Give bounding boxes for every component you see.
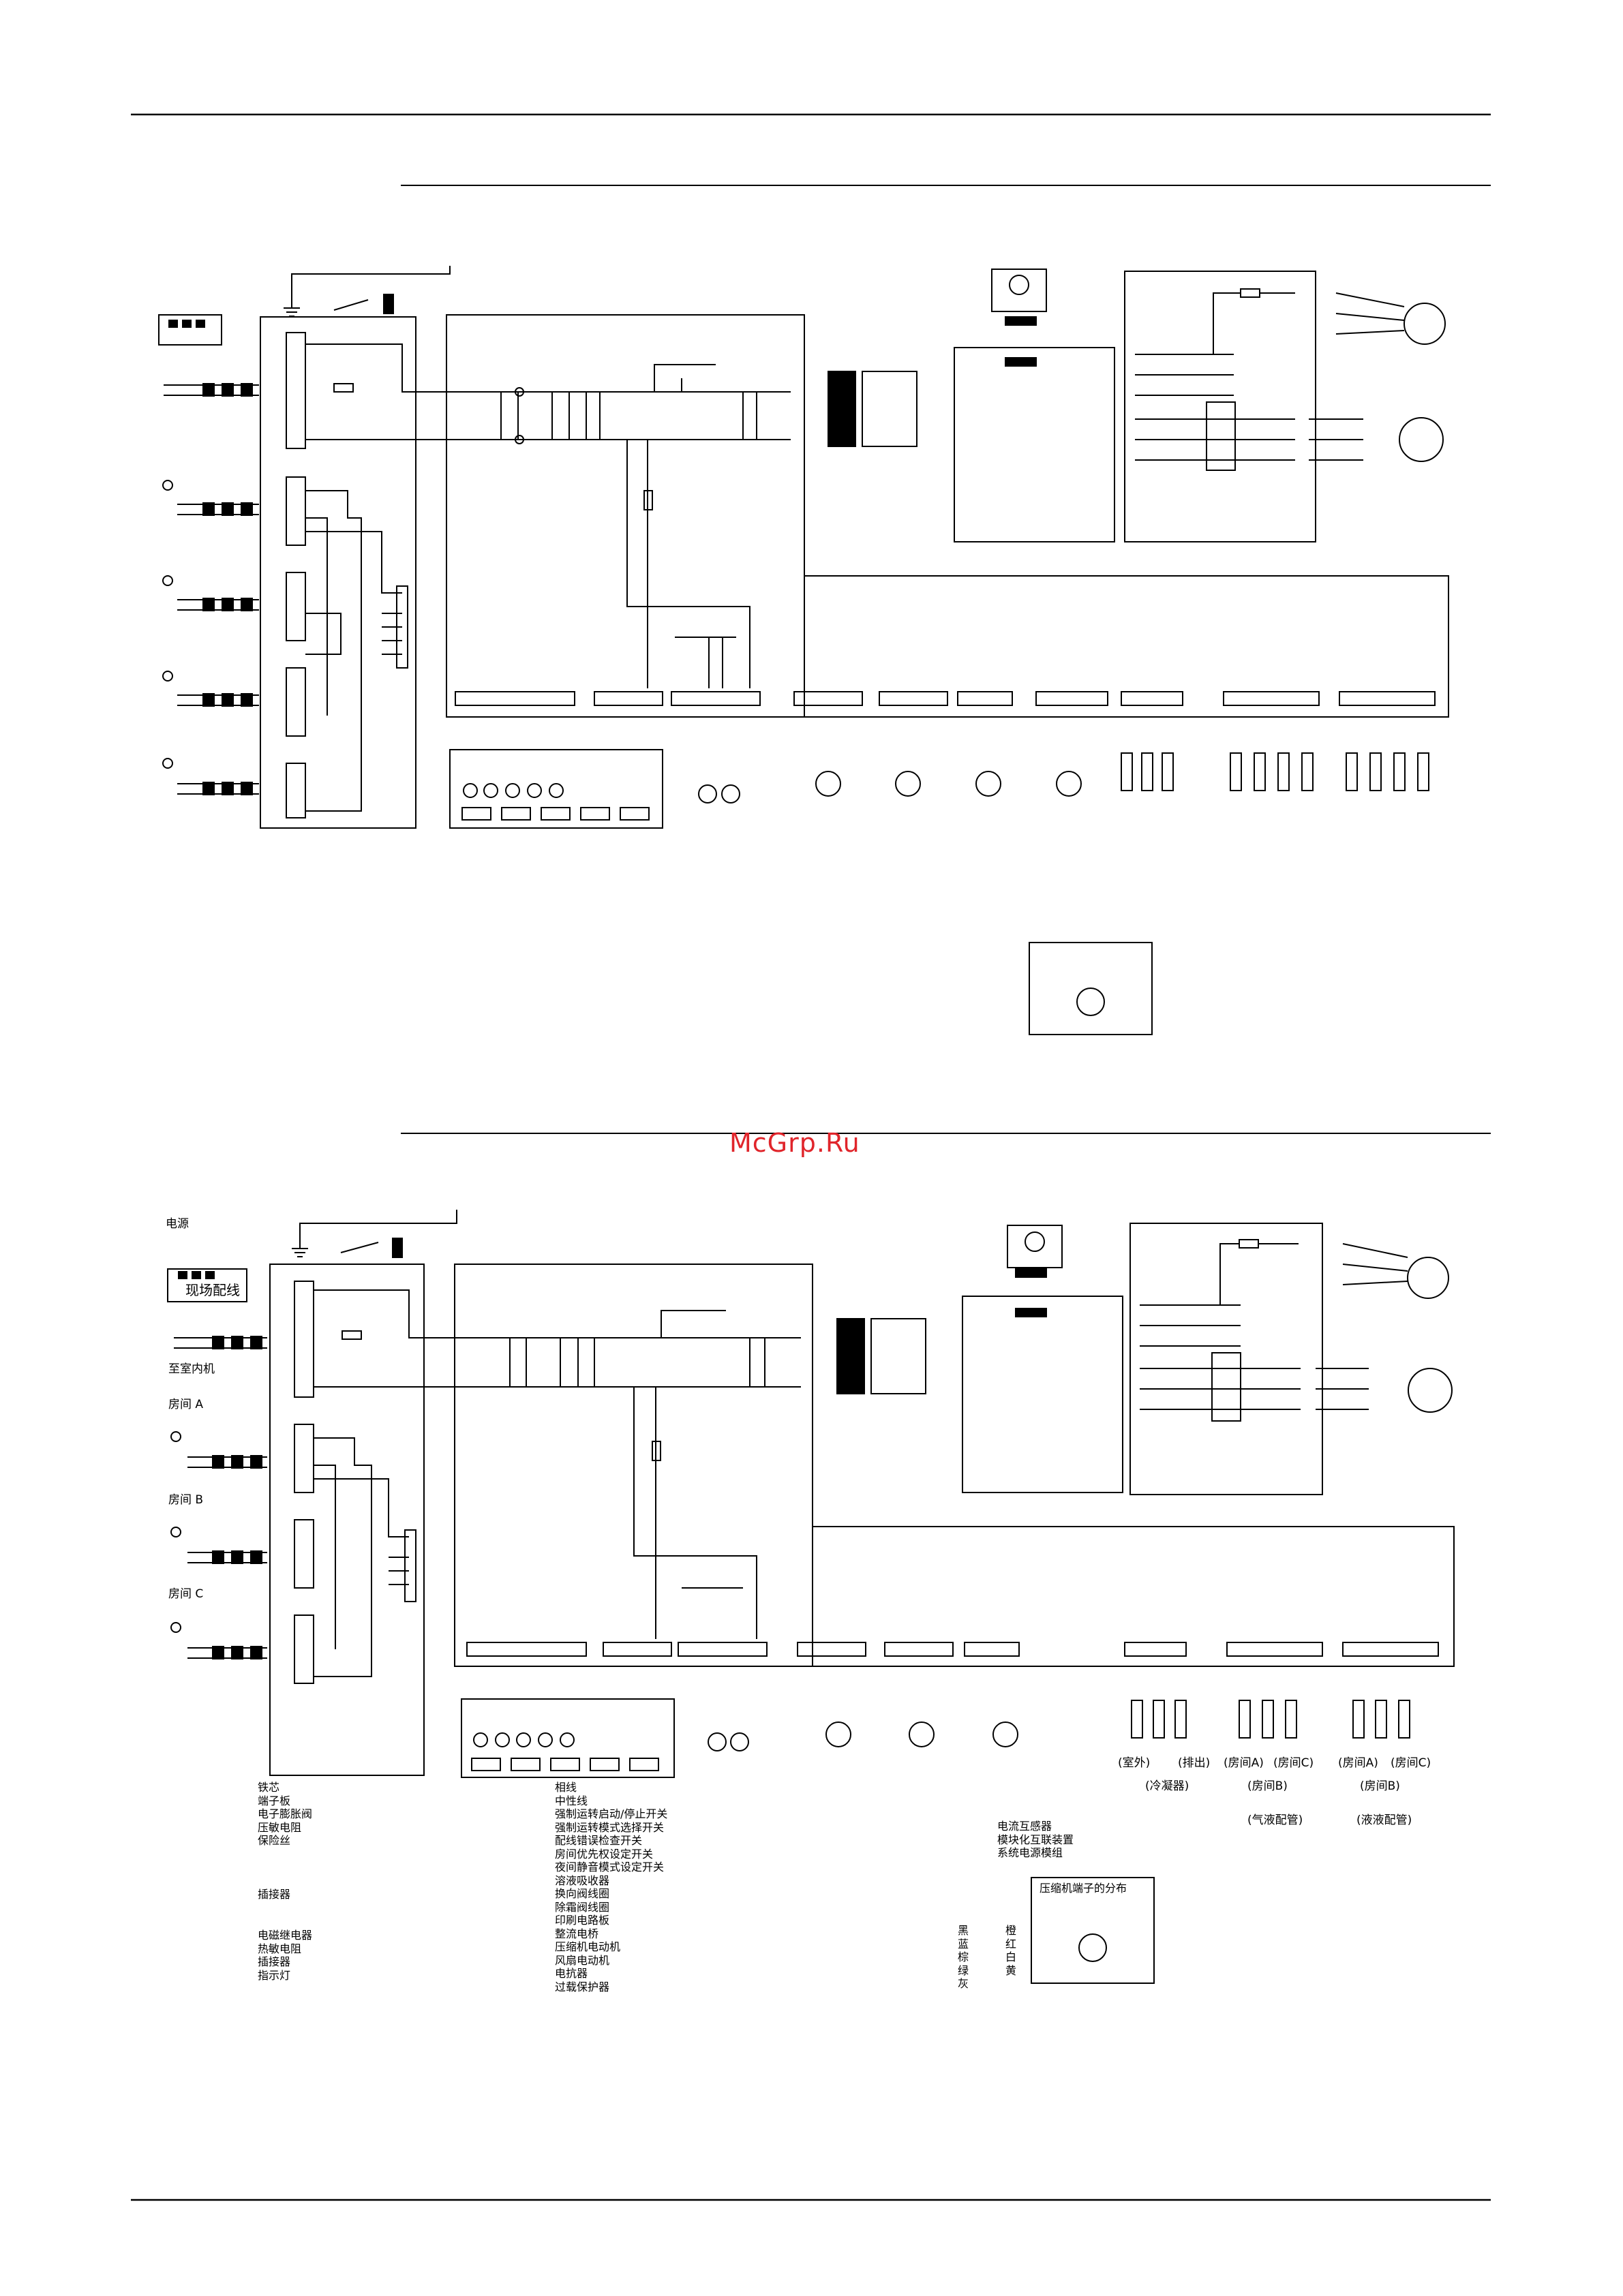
label-gas-room-c: (房间C) xyxy=(1273,1756,1314,1770)
wire-color: 蓝 xyxy=(958,1937,969,1950)
label-gas-room-a: (房间A) xyxy=(1224,1756,1264,1770)
legend-item: 相线 xyxy=(555,1781,577,1794)
upper-diagram xyxy=(158,266,1449,1035)
legend-item: 风扇电动机 xyxy=(555,1953,610,1967)
legend-item: 房间优先权设定开关 xyxy=(555,1847,654,1861)
label-condenser: (冷凝器) xyxy=(1145,1779,1189,1793)
legend-item: 电抗器 xyxy=(555,1967,588,1980)
wire-color: 灰 xyxy=(958,1977,969,1990)
legend-item: 铁芯 xyxy=(258,1781,280,1794)
legend-item: 中性线 xyxy=(555,1794,588,1807)
inverter-pcb xyxy=(954,347,1115,542)
legend-item: 模块化互联装置 xyxy=(997,1833,1074,1846)
legend-item: 端子板 xyxy=(258,1794,291,1807)
wire-color: 红 xyxy=(1005,1937,1017,1950)
main-pcb xyxy=(446,314,805,718)
legend-item: 过载保护器 xyxy=(555,1980,610,1993)
wire-color: 棕 xyxy=(958,1950,969,1963)
fan-motor xyxy=(1404,303,1446,345)
cable-room-b xyxy=(177,598,259,611)
wire-colors-right: 橙 红 白 黄 xyxy=(1005,1924,1016,1977)
legend-item: 热敏电阻 xyxy=(258,1942,302,1955)
legend-mid: 相线 中性线 强制运转启动/停止开关 强制运转模式选择开关 配线错误检查开关 房… xyxy=(555,1781,667,1993)
terminal-board xyxy=(260,316,416,829)
legend-left-2: 插接器 xyxy=(258,1888,290,1901)
legend-item: 指示灯 xyxy=(258,1968,291,1982)
legend-right: 电流互感器 模块化互联装置 系统电源模组 xyxy=(997,1820,1074,1860)
legend-item: 压缩机电动机 xyxy=(555,1940,621,1953)
fan-motor-lower xyxy=(1407,1257,1449,1299)
label-gas-room-b: (房间B) xyxy=(1247,1779,1288,1793)
legend-item: 配线错误检查开关 xyxy=(555,1834,643,1847)
led-board-lower xyxy=(461,1698,675,1778)
label-liq-room-b: (房间B) xyxy=(1360,1779,1400,1793)
label-room-c: 房间 C xyxy=(168,1587,204,1601)
legend-left-1: 铁芯 端子板 电子膨胀阀 压敏电阻 保险丝 xyxy=(258,1781,312,1848)
legend-item: 保险丝 xyxy=(258,1834,291,1847)
legend-item: 夜间静音模式设定开关 xyxy=(555,1861,665,1873)
legend-item: 插接器 xyxy=(258,1955,291,1968)
wire-color: 橙 xyxy=(1005,1924,1017,1937)
label-liquid-pipe: (液液配管) xyxy=(1356,1813,1412,1827)
legend-item: 电流互感器 xyxy=(997,1820,1052,1833)
led-board xyxy=(449,749,663,829)
legend-item: 压敏电阻 xyxy=(258,1820,302,1834)
wire-colors-left: 黑 蓝 棕 绿 灰 xyxy=(958,1924,969,1991)
lower-diagram xyxy=(167,1210,1455,1984)
inverter-pcb-lower xyxy=(962,1296,1123,1493)
label-room-b: 房间 B xyxy=(168,1493,204,1507)
legend-item: 换向阀线圈 xyxy=(555,1887,610,1900)
fan-pcb xyxy=(1124,271,1316,542)
legend-item: 印刷电路板 xyxy=(555,1914,610,1927)
label-liq-room-a: (房间A) xyxy=(1338,1756,1378,1770)
watermark: McGrp.Ru xyxy=(729,1128,860,1158)
compressor-motor-lower xyxy=(1408,1368,1453,1413)
legend-item: 电磁继电器 xyxy=(258,1929,313,1942)
cable-room-c xyxy=(177,693,259,707)
legend-item: 插接器 xyxy=(258,1888,291,1901)
cable-room-d xyxy=(177,782,259,795)
legend-item: 除霜阀线圈 xyxy=(555,1900,610,1914)
label-compressor-terminal: 压缩机端子的分布 xyxy=(1040,1882,1127,1895)
legend-item: 电子膨胀阀 xyxy=(258,1807,313,1820)
label-gas-pipe: (气液配管) xyxy=(1247,1813,1303,1827)
label-liq-room-c: (房间C) xyxy=(1391,1756,1431,1770)
label-discharge: (排出) xyxy=(1178,1756,1211,1770)
legend-item: 溶液吸收器 xyxy=(555,1873,610,1887)
label-to-indoor: 至室内机 xyxy=(168,1362,215,1376)
fan-pcb-lower xyxy=(1129,1223,1323,1495)
wire-color: 黄 xyxy=(1005,1963,1017,1977)
label-room-a: 房间 A xyxy=(168,1398,204,1411)
terminal-board-lower xyxy=(269,1264,425,1776)
label-outdoor: (室外) xyxy=(1118,1756,1151,1770)
legend-item: 强制运转模式选择开关 xyxy=(555,1820,665,1834)
legend-item: 整流电桥 xyxy=(555,1927,599,1940)
wire-color: 黑 xyxy=(958,1924,969,1937)
legend-left-3: 电磁继电器 热敏电阻 插接器 指示灯 xyxy=(258,1929,312,1982)
cable-power xyxy=(164,383,259,397)
label-power-supply: 电源 xyxy=(166,1217,189,1231)
label-field-wiring: 现场配线 xyxy=(185,1282,240,1298)
compressor-motor xyxy=(1399,417,1444,462)
legend-item: 强制运转启动/停止开关 xyxy=(555,1807,668,1820)
legend-item: 系统电源模组 xyxy=(997,1846,1063,1859)
cable-room-a xyxy=(177,502,259,516)
wire-color: 绿 xyxy=(958,1963,969,1977)
wire-color: 白 xyxy=(1005,1950,1017,1963)
